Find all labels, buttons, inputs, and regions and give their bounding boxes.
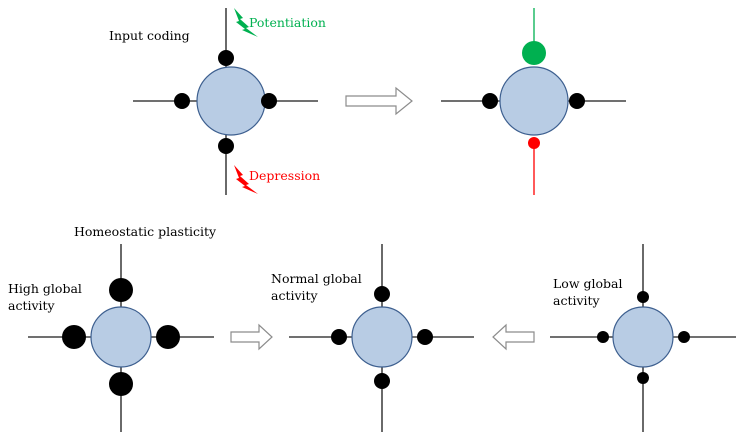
low-global-activity-label-line1: Low global (553, 276, 622, 291)
hollow-left-arrow-icon (492, 323, 535, 351)
enlarged-synapse-right (156, 325, 180, 349)
reduced-synapse-right (678, 331, 690, 343)
synapse-bottom (374, 373, 390, 389)
synapse-left (174, 93, 190, 109)
soma (612, 306, 674, 368)
synapse-right (569, 93, 585, 109)
soma (499, 66, 569, 136)
synapse-left (331, 329, 347, 345)
input-coding-label: Input coding (109, 28, 190, 43)
enlarged-synapse-left (62, 325, 86, 349)
synapse-top (374, 286, 390, 302)
depressed-synapse (528, 137, 540, 149)
synapse-right (417, 329, 433, 345)
synapse-top (218, 50, 234, 66)
neuron-normal-activity (289, 244, 474, 432)
lightning-bolt-icon (234, 8, 258, 37)
neuron-low-activity (550, 244, 736, 432)
hollow-right-arrow-icon (345, 86, 413, 116)
high-global-activity-label-line1: High global (8, 281, 82, 296)
soma (351, 306, 413, 368)
normal-global-activity-label-line2: activity (271, 288, 319, 303)
homeostatic-plasticity-label: Homeostatic plasticity (74, 224, 217, 239)
neuron-input-coding (133, 8, 318, 195)
potentiated-synapse (522, 41, 546, 65)
depression-label: Depression (249, 168, 320, 183)
low-global-activity-label-line2: activity (553, 293, 601, 308)
synapse-left (482, 93, 498, 109)
enlarged-synapse-top (109, 278, 133, 302)
reduced-synapse-top (637, 291, 649, 303)
potentiation-label: Potentiation (249, 15, 326, 30)
normal-global-activity-label-line1: Normal global (271, 271, 362, 286)
high-global-activity-label-line2: activity (8, 298, 56, 313)
synapse-right (261, 93, 277, 109)
enlarged-synapse-bottom (109, 372, 133, 396)
synapse-bottom (218, 138, 234, 154)
lightning-bolt-icon (234, 165, 258, 194)
neuron-high-activity (28, 244, 214, 432)
reduced-synapse-bottom (637, 372, 649, 384)
soma (90, 306, 152, 368)
neuron-after-plasticity (441, 8, 626, 195)
reduced-synapse-left (597, 331, 609, 343)
hollow-right-arrow-icon (230, 323, 273, 351)
soma (196, 66, 266, 136)
